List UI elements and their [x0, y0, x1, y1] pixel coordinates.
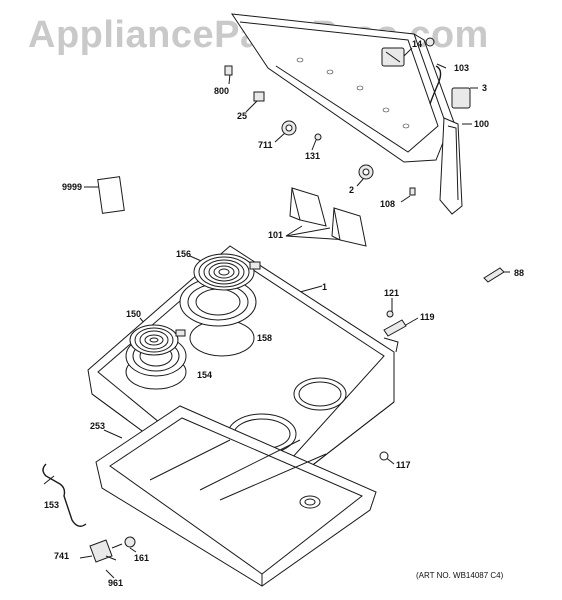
- callout-154: 154: [197, 370, 213, 380]
- callout-741: 741: [54, 551, 70, 561]
- callout-800: 800: [214, 86, 230, 96]
- callout-121: 121: [384, 288, 400, 298]
- surface-units: [125, 253, 261, 377]
- callout-108: 108: [380, 199, 396, 209]
- callout-119: 119: [420, 312, 435, 322]
- callout-253: 253: [90, 421, 106, 431]
- callout-961: 961: [108, 578, 124, 588]
- callout-25: 25: [237, 111, 248, 121]
- callout-1: 1: [322, 282, 328, 292]
- misc-parts: [42, 267, 505, 563]
- callout-156: 156: [176, 249, 192, 259]
- callout-158: 158: [257, 333, 273, 343]
- callout-100: 100: [474, 119, 490, 129]
- callout-101: 101: [268, 230, 284, 240]
- callout-150: 150: [126, 309, 142, 319]
- burner-box: [95, 405, 377, 587]
- callout-3: 3: [482, 83, 488, 93]
- small-hardware: [97, 37, 471, 215]
- side-brackets: [289, 187, 367, 247]
- callout-153: 153: [44, 500, 60, 510]
- callout-161: 161: [134, 553, 150, 563]
- callout-88: 88: [514, 268, 525, 278]
- callout-2: 2: [349, 185, 355, 195]
- callout-9999: 9999: [62, 182, 83, 192]
- art-number: (ART NO. WB14087 C4): [416, 571, 504, 580]
- infinite-switch: [381, 47, 413, 67]
- callout-103: 103: [454, 63, 470, 73]
- callout-131: 131: [305, 151, 321, 161]
- callout-14: 14: [412, 39, 423, 49]
- callout-117: 117: [396, 460, 411, 470]
- callout-711: 711: [258, 140, 273, 150]
